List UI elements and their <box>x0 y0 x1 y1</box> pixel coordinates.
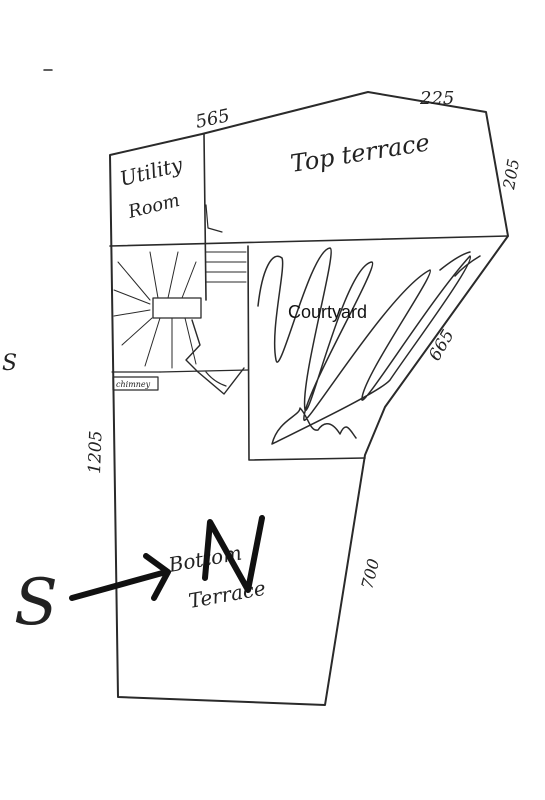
arrow-right-icon <box>69 553 171 601</box>
dimension-courtyard-diag: 665 <box>425 326 459 364</box>
chimney-label: chimney <box>116 380 151 389</box>
compass: S <box>14 515 265 640</box>
dimension-top-right: 225 <box>419 88 454 109</box>
chimney: chimney <box>112 376 159 391</box>
plan-outline <box>109 91 509 706</box>
courtyard-scribble <box>257 247 481 445</box>
room-labels: Utility Room Top terrace Courtyard Botto… <box>117 128 431 613</box>
dimension-right-upper: 205 <box>499 157 523 191</box>
utility-room-label-2: Room <box>125 190 182 223</box>
stray-marks: S <box>2 69 53 376</box>
bottom-terrace-label-2: Terrace <box>187 576 268 613</box>
utility-room-label-1: Utility <box>117 152 185 191</box>
dimension-bottom-right: 700 <box>357 557 383 591</box>
dimension-left-side: 1205 <box>85 430 106 474</box>
top-terrace-label: Top terrace <box>289 128 432 178</box>
stairs-sketch <box>113 204 247 395</box>
north-letter <box>202 515 265 593</box>
courtyard-label: Courtyard <box>288 302 367 322</box>
interior-walls <box>109 133 509 461</box>
south-label: S <box>14 566 58 640</box>
edge-s-mark: S <box>2 351 17 376</box>
